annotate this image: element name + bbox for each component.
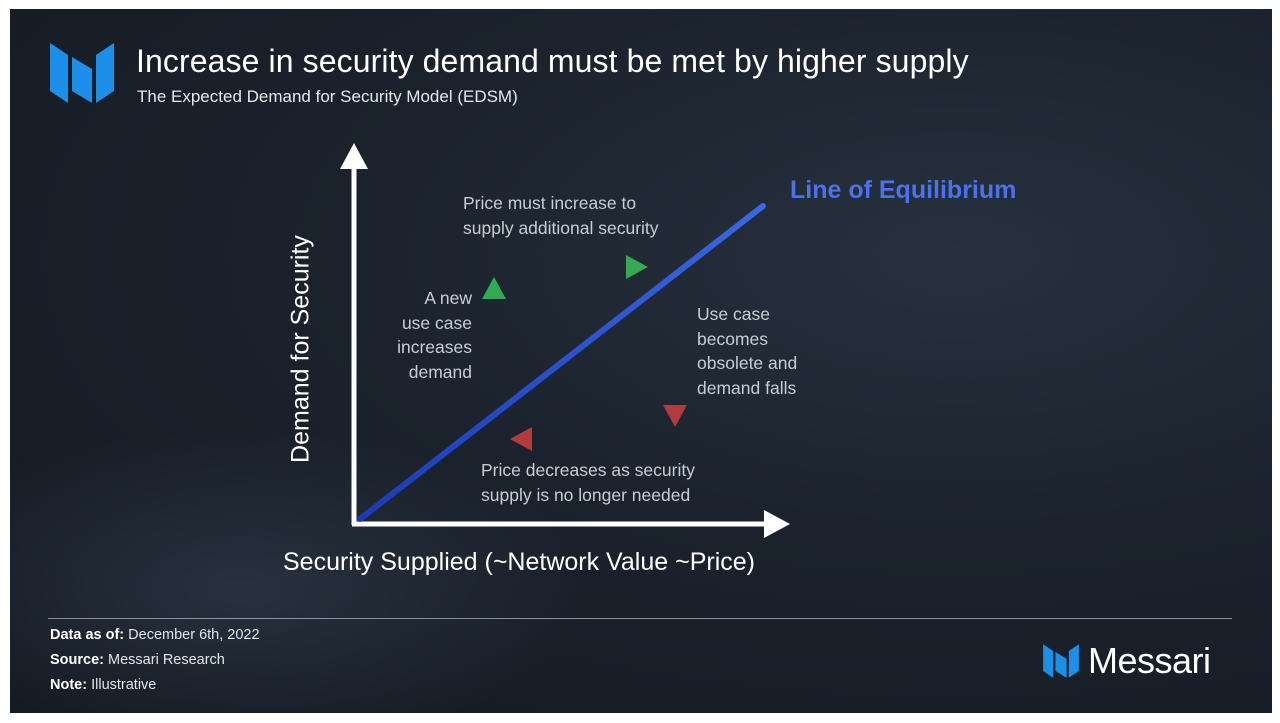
footer-brand: Messari bbox=[1042, 639, 1211, 683]
note-label: Note: bbox=[50, 677, 88, 693]
slide: Increase in security demand must be met … bbox=[10, 9, 1272, 713]
data-as-of-label: Data as of: bbox=[50, 627, 125, 643]
y-axis-label: Demand for Security bbox=[286, 235, 315, 463]
annotation-line: becomes bbox=[697, 328, 769, 349]
edsm-diagram bbox=[340, 143, 790, 538]
annotation-line: A new bbox=[424, 288, 472, 308]
source-value: Messari Research bbox=[108, 652, 225, 668]
annotation-line: Price must increase to bbox=[463, 193, 637, 213]
price-decrease-arrow bbox=[510, 427, 634, 451]
annotation-line: use case bbox=[401, 312, 472, 333]
annotation-line: Use case bbox=[697, 304, 770, 324]
data-as-of-value: December 6th, 2022 bbox=[128, 627, 260, 643]
equilibrium-label: Line of Equilibrium bbox=[790, 176, 1017, 204]
source-label: Source: bbox=[50, 652, 104, 668]
annotation-line: obsolete and bbox=[697, 353, 798, 373]
demand-increase-arrow bbox=[482, 277, 506, 401]
page-subtitle: The Expected Demand for Security Model (… bbox=[137, 87, 518, 106]
annotation-line: supply additional security bbox=[463, 217, 659, 238]
price-increase-annotation: Price must increase to supply additional… bbox=[463, 191, 659, 240]
footer-data-as-of: Data as of: December 6th, 2022 bbox=[50, 627, 260, 643]
note-value: Illustrative bbox=[91, 677, 157, 693]
brand-name: Messari bbox=[1088, 640, 1211, 681]
footer-source: Source: Messari Research bbox=[50, 652, 225, 668]
annotation-line: demand falls bbox=[697, 377, 797, 398]
annotation-line: Price decreases as security bbox=[481, 460, 695, 480]
footer-divider bbox=[48, 618, 1232, 619]
demand-falls-annotation: Use case becomes obsolete and demand fal… bbox=[697, 302, 797, 400]
messari-brand-icon bbox=[1043, 644, 1079, 678]
demand-falls-arrow bbox=[663, 317, 687, 427]
annotation-line: demand bbox=[408, 361, 472, 382]
y-axis bbox=[340, 143, 368, 525]
footer-note: Note: Illustrative bbox=[50, 677, 156, 693]
price-increase-arrow bbox=[522, 255, 648, 279]
annotation-line: increases bbox=[397, 337, 472, 357]
price-decrease-annotation: Price decreases as security supply is no… bbox=[481, 458, 695, 507]
page-title: Increase in security demand must be met … bbox=[136, 43, 969, 79]
demand-increase-annotation: A new use case increases demand bbox=[382, 286, 472, 384]
x-axis bbox=[352, 510, 790, 538]
messari-logo-icon bbox=[50, 43, 114, 103]
x-axis-label: Security Supplied (~Network Value ~Price… bbox=[283, 548, 755, 576]
equilibrium-line bbox=[357, 203, 766, 522]
background-glow bbox=[10, 429, 590, 713]
annotation-line: supply is no longer needed bbox=[481, 484, 691, 505]
